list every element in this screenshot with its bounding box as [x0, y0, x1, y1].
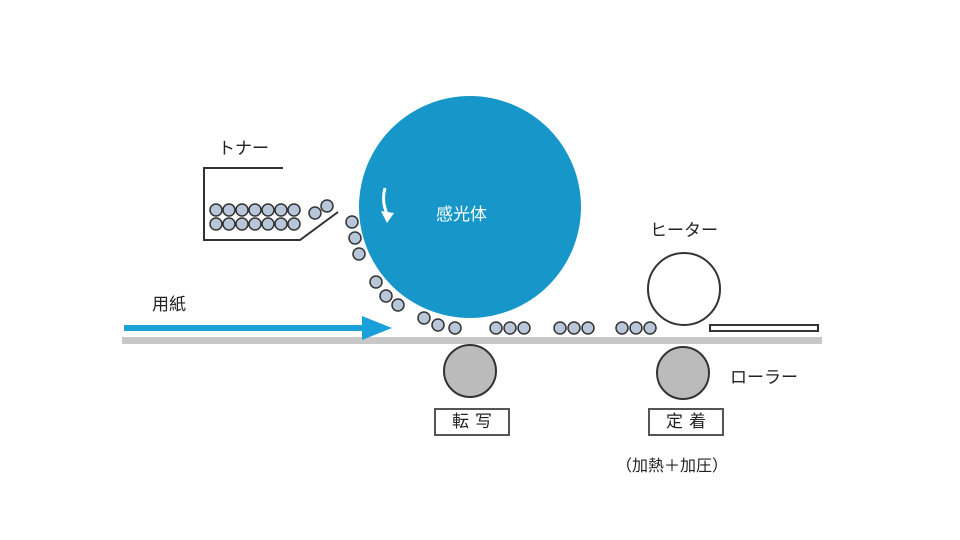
photoconductor-label: 感光体: [436, 205, 487, 225]
hopper-toner-particles: [209, 199, 334, 231]
toner-label: トナー: [218, 139, 269, 159]
toner-particle: [287, 217, 301, 231]
toner-particle: [235, 217, 249, 231]
toner-particle: [348, 231, 362, 245]
toner-particle: [553, 321, 567, 335]
toner-particle: [643, 321, 657, 335]
toner-particle: [248, 217, 262, 231]
toner-particle: [489, 321, 503, 335]
toner-particle: [615, 321, 629, 335]
toner-particle: [320, 199, 334, 213]
toner-particle: [417, 311, 431, 325]
toner-particle: [629, 321, 643, 335]
heater-label: ヒーター: [650, 221, 718, 241]
toner-particle: [274, 203, 288, 217]
toner-particle: [448, 321, 462, 335]
paper-path: [122, 337, 822, 344]
fixing-note-label: （加熱＋加圧）: [616, 456, 729, 475]
toner-particle: [369, 275, 383, 289]
paper-feed-arrow-head: [362, 316, 392, 340]
transfer-label: 転写: [434, 408, 510, 436]
paper-toner-particles: [489, 321, 657, 335]
toner-particle: [581, 321, 595, 335]
toner-hopper: [203, 167, 339, 241]
toner-particle: [209, 203, 223, 217]
paper-label: 用紙: [152, 295, 186, 315]
toner-particle: [379, 289, 393, 303]
paper-feed-arrow-shaft: [124, 325, 370, 331]
toner-particle: [209, 217, 223, 231]
toner-particle: [345, 215, 359, 229]
toner-chain-particles: [345, 215, 462, 335]
fixing-roller: [656, 346, 710, 400]
toner-particle: [517, 321, 531, 335]
toner-particle: [391, 298, 405, 312]
toner-particle: [222, 217, 236, 231]
toner-particle: [261, 203, 275, 217]
heater-roller: [647, 252, 721, 326]
photoconductor-drum: [359, 96, 581, 318]
drum-rotation-arrowhead: [381, 211, 394, 223]
toner-particle: [248, 203, 262, 217]
toner-particle: [352, 247, 366, 261]
fixing-label: 定着: [648, 408, 724, 436]
toner-particle: [431, 318, 445, 332]
roller-label: ローラー: [730, 368, 798, 388]
toner-particle: [222, 203, 236, 217]
toner-particle: [503, 321, 517, 335]
toner-particle: [308, 206, 322, 220]
toner-particle: [274, 217, 288, 231]
toner-particle: [261, 217, 275, 231]
toner-particle: [567, 321, 581, 335]
fused-toner-layer: [709, 324, 819, 332]
toner-particle: [287, 203, 301, 217]
toner-particle: [235, 203, 249, 217]
transfer-roller: [443, 344, 497, 398]
